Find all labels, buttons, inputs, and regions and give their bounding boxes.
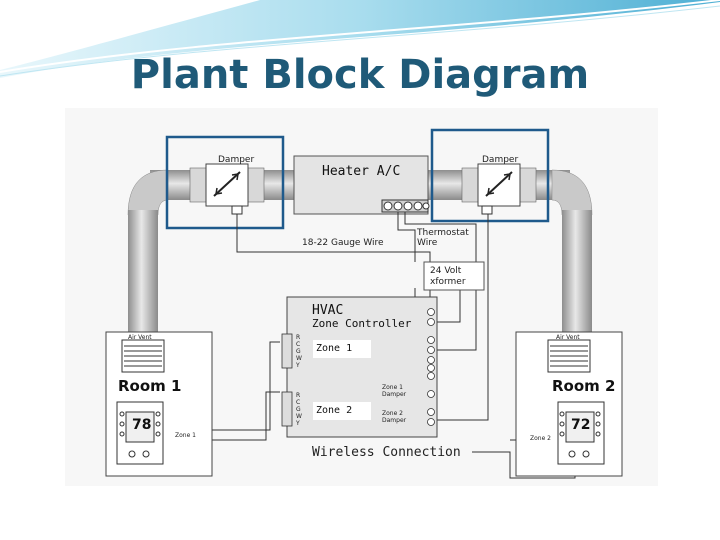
room1-thermostat bbox=[116, 401, 164, 465]
room2-zone-label: Zone 2 bbox=[530, 435, 551, 442]
transformer-box bbox=[423, 261, 485, 291]
terminal-letter: G bbox=[296, 348, 301, 355]
terminal-letter: C bbox=[296, 399, 301, 406]
terminal-letter: W bbox=[296, 355, 302, 362]
zone1-damper-label-2: Damper bbox=[382, 391, 407, 398]
zone2-terminal-label: Zone 2 bbox=[316, 405, 353, 416]
zone-controller-label: Zone Controller bbox=[312, 317, 412, 330]
terminal-letter: Y bbox=[296, 362, 300, 369]
room1-name: Room 1 bbox=[118, 377, 182, 395]
heater-terminals bbox=[381, 199, 430, 213]
room1-zone-label: Zone 1 bbox=[175, 432, 196, 439]
terminal-letter: G bbox=[296, 406, 301, 413]
damper-left-unit bbox=[189, 163, 265, 215]
terminal-letter: W bbox=[296, 413, 302, 420]
thermostat-wire-label-2: Wire bbox=[417, 238, 438, 248]
damper-right-highlight bbox=[430, 128, 550, 223]
zone2-damper-label-1: Zone 2 bbox=[382, 410, 403, 417]
thermostat-wire-label-1: Thermostat bbox=[417, 228, 469, 238]
zone2-terminal-box bbox=[313, 402, 371, 420]
controller-terminals bbox=[281, 308, 435, 427]
room1-vent-label: Air Vent bbox=[128, 334, 152, 341]
transformer-label-1: 24 Volt bbox=[430, 266, 462, 276]
transformer-label-2: xformer bbox=[430, 277, 466, 287]
hvac-label: HVAC bbox=[312, 303, 344, 318]
room2-vent bbox=[547, 339, 591, 373]
damper-right-unit bbox=[461, 163, 537, 215]
terminal-letter: R bbox=[296, 334, 301, 341]
zone1-damper-label-1: Zone 1 bbox=[382, 384, 403, 391]
wave-header bbox=[0, 0, 720, 80]
zone1-terminal-box bbox=[313, 340, 371, 358]
room2-vent-label: Air Vent bbox=[556, 334, 580, 341]
zone1-terminal-label: Zone 1 bbox=[316, 343, 353, 354]
terminal-letter: Y bbox=[296, 420, 300, 427]
terminal-letter: R bbox=[296, 392, 301, 399]
page-title: Plant Block Diagram bbox=[130, 52, 590, 98]
room2-temperature: 72 bbox=[571, 417, 591, 433]
room2-thermostat bbox=[557, 401, 605, 465]
damper-left-label: Damper bbox=[218, 155, 255, 165]
heater-label: Heater A/C bbox=[322, 164, 401, 179]
room2-name: Room 2 bbox=[552, 377, 616, 395]
zone2-damper-label-2: Damper bbox=[382, 417, 407, 424]
room1-temperature: 78 bbox=[132, 417, 152, 433]
damper-left-highlight bbox=[165, 135, 285, 230]
terminal-letter: C bbox=[296, 341, 301, 348]
gauge-wire-label: 18-22 Gauge Wire bbox=[302, 238, 384, 248]
wireless-connection-label: Wireless Connection bbox=[312, 445, 461, 460]
room1-vent bbox=[121, 339, 165, 373]
damper-right-label: Damper bbox=[482, 155, 519, 165]
